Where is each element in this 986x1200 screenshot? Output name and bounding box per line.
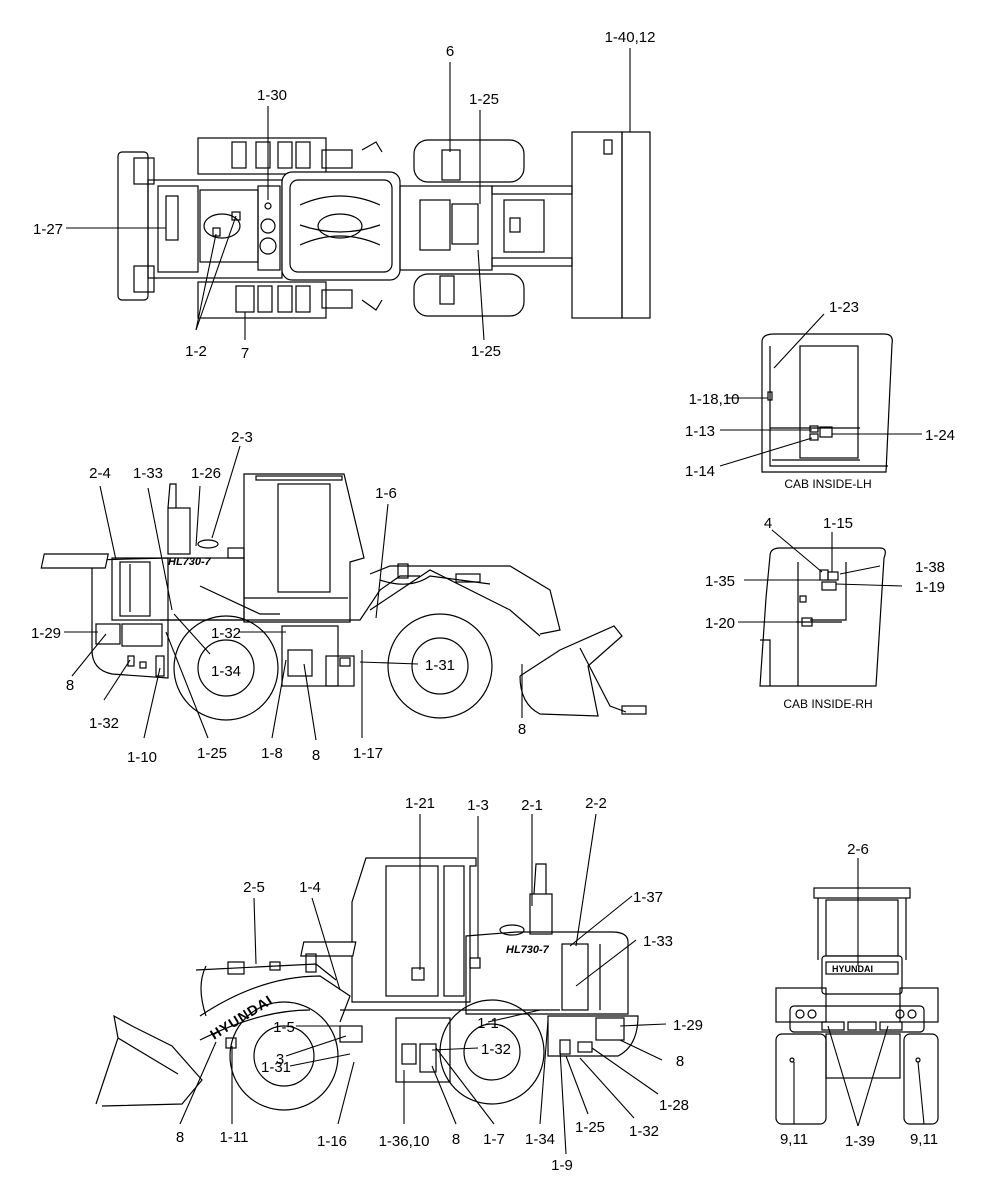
callout-label: 1-25 bbox=[575, 1119, 605, 1136]
callout-label: 1-13 bbox=[685, 423, 715, 440]
callout-label: 1-32 bbox=[629, 1123, 659, 1140]
callout-label: 1-29 bbox=[31, 625, 61, 642]
model-decal-lh: HL730-7 bbox=[168, 556, 212, 568]
callout-label: 1-23 bbox=[829, 299, 859, 316]
caption-cab-inside-lh: CAB INSIDE-LH bbox=[784, 477, 871, 491]
callout-label: 8 bbox=[518, 721, 526, 738]
callout-label: 1-28 bbox=[659, 1097, 689, 1114]
callout-label: 1-26 bbox=[191, 465, 221, 482]
callout-label: 2-2 bbox=[585, 795, 607, 812]
callout-label: 1-20 bbox=[705, 615, 735, 632]
callout-label: 8 bbox=[176, 1129, 184, 1146]
callout-label: 9,11 bbox=[780, 1131, 808, 1148]
callout-label: 1-34 bbox=[211, 663, 241, 680]
caption-cab-inside-rh: CAB INSIDE-RH bbox=[783, 697, 872, 711]
callout-label: 1-29 bbox=[673, 1017, 703, 1034]
callout-label: 1-25 bbox=[471, 343, 501, 360]
callout-label: 1-31 bbox=[261, 1059, 291, 1076]
callout-label: 2-6 bbox=[847, 841, 869, 858]
callout-label: 1-19 bbox=[915, 579, 945, 596]
callout-label: 1-32 bbox=[89, 715, 119, 732]
callout-label: 8 bbox=[66, 677, 74, 694]
callout-label: 9,11 bbox=[910, 1131, 938, 1148]
callout-label: 1-33 bbox=[643, 933, 673, 950]
side-view-rh bbox=[95, 857, 639, 1111]
cab-inside-rh bbox=[759, 547, 886, 687]
callouts-cab-lh: 1-23 1-18,10 1-13 1-24 1-14 bbox=[685, 299, 955, 480]
callout-label: 8 bbox=[676, 1053, 684, 1070]
callout-label: 1-18,10 bbox=[689, 391, 740, 408]
callouts-cab-rh: 4 1-15 1-38 1-35 1-19 1-20 bbox=[705, 515, 945, 632]
rear-view bbox=[775, 887, 939, 1125]
callouts-top-view: 1-30 6 1-25 1-40,12 1-27 1-2 7 1-25 bbox=[33, 29, 655, 362]
callout-label: 1-38 bbox=[915, 559, 945, 576]
callout-label: 8 bbox=[312, 747, 320, 764]
callout-label: 1-32 bbox=[481, 1041, 511, 1058]
side-view-lh bbox=[40, 473, 647, 721]
callout-label: 1-7 bbox=[483, 1131, 505, 1148]
callout-label: 1-31 bbox=[425, 657, 455, 674]
callout-label: 1-11 bbox=[220, 1129, 249, 1146]
callout-label: 4 bbox=[764, 515, 772, 532]
callouts-rear-view: 2-6 9,11 1-39 9,11 bbox=[780, 841, 938, 1150]
callout-label: 2-1 bbox=[521, 797, 543, 814]
callout-label: 2-3 bbox=[231, 429, 253, 446]
callout-label: 1-30 bbox=[257, 87, 287, 104]
callout-label: 7 bbox=[241, 345, 249, 362]
callout-label: 1-3 bbox=[467, 797, 489, 814]
top-view bbox=[117, 131, 651, 319]
callout-label: 1-36,10 bbox=[379, 1133, 430, 1150]
callout-label: 1-32 bbox=[211, 625, 241, 642]
callout-label: 1-24 bbox=[925, 427, 955, 444]
callout-label: 1-4 bbox=[299, 879, 321, 896]
callout-label: 1-17 bbox=[353, 745, 383, 762]
side-lh-leaders bbox=[64, 445, 523, 741]
cab-inside-lh bbox=[761, 333, 893, 473]
callout-label: 2-4 bbox=[89, 465, 111, 482]
callout-label: 1-33 bbox=[133, 465, 163, 482]
callout-label: 1-6 bbox=[375, 485, 397, 502]
callout-label: 1-34 bbox=[525, 1131, 555, 1148]
brand-decal-side: HYUNDAI bbox=[207, 991, 276, 1042]
cab-rh-leaders bbox=[738, 529, 903, 623]
model-decal-rh: HL730-7 bbox=[506, 944, 550, 956]
callouts-side-lh: 2-3 2-4 1-33 1-26 1-6 1-29 8 1-32 1-34 1… bbox=[31, 429, 526, 766]
rear-view-leaders bbox=[793, 858, 925, 1127]
callout-label: 1-27 bbox=[33, 221, 63, 238]
callout-label: 8 bbox=[452, 1131, 460, 1148]
callout-label: 1-39 bbox=[845, 1133, 875, 1150]
callouts-side-rh: 1-21 1-3 2-1 2-2 1-37 2-5 1-4 1-33 1-29 … bbox=[176, 795, 703, 1174]
callout-label: 2-5 bbox=[243, 879, 265, 896]
callout-label: 1-8 bbox=[261, 745, 283, 762]
callout-label: 1-40,12 bbox=[605, 29, 656, 46]
callout-label: 1-1 bbox=[477, 1015, 499, 1032]
callout-label: 1-9 bbox=[551, 1157, 573, 1174]
callout-label: 1-25 bbox=[469, 91, 499, 108]
callout-label: 1-37 bbox=[633, 889, 663, 906]
callout-label: 1-5 bbox=[273, 1019, 295, 1036]
top-view-leaders bbox=[66, 48, 631, 341]
cab-lh-leaders bbox=[719, 313, 922, 467]
callout-label: 1-10 bbox=[127, 749, 157, 766]
brand-decal-rear: HYUNDAI bbox=[832, 964, 873, 974]
callout-label: 1-2 bbox=[185, 343, 207, 360]
callout-label: 6 bbox=[446, 43, 454, 60]
callout-label: 1-35 bbox=[705, 573, 735, 590]
callout-label: 1-16 bbox=[317, 1133, 347, 1150]
callout-label: 1-15 bbox=[823, 515, 853, 532]
side-rh-leaders bbox=[179, 813, 667, 1155]
callout-label: 1-21 bbox=[405, 795, 435, 812]
callout-label: 1-25 bbox=[197, 745, 227, 762]
callout-label: 3 bbox=[276, 1051, 284, 1068]
callout-label: 1-14 bbox=[685, 463, 715, 480]
